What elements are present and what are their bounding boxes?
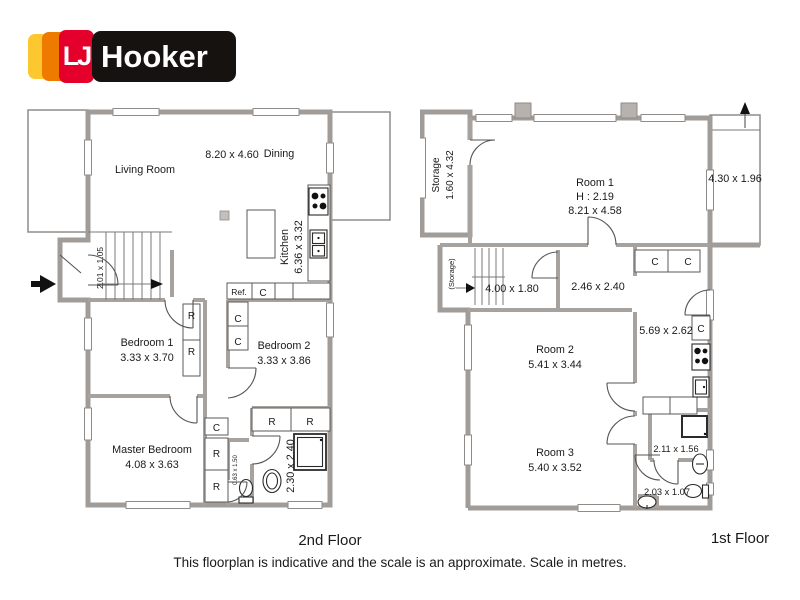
room2-dims-label: 5.41 x 3.44	[528, 359, 581, 371]
second-floor-title: 2nd Floor	[298, 532, 362, 549]
room2-label: Room 2	[536, 344, 574, 356]
bedroom1-dims-label: 3.33 x 3.70	[120, 352, 173, 364]
tub-fixture	[637, 495, 657, 509]
room1-height-label: H : 2.19	[576, 191, 614, 203]
room-labels: Living Room 8.20 x 4.60 Dining Kitchen 6…	[95, 148, 314, 493]
cabinets	[634, 249, 711, 415]
bath-dims-label: 2.30 x 2.40	[285, 439, 297, 492]
fridge-label: Ref.	[231, 287, 247, 297]
bedroom2-label: Bedroom 2	[258, 340, 311, 352]
kitchen-dims-label: 6.36 x 3.32	[293, 220, 305, 273]
living-dims-label: 8.20 x 4.60	[205, 149, 258, 161]
robe-label: R	[188, 311, 195, 322]
washing-machine-fixture	[681, 415, 708, 438]
hall-dims-label: 2.46 x 2.40	[571, 281, 624, 293]
kitchen-label: Kitchen	[279, 229, 291, 265]
exterior-walls	[57, 109, 333, 508]
deck-right	[329, 111, 391, 221]
basin-fixture	[262, 468, 282, 494]
toilet-fixture	[238, 478, 254, 504]
entry-arrow-icon	[31, 275, 56, 293]
first-floor-title: 1st Floor	[710, 530, 770, 547]
floorplan-1st-floor: Storage 1.60 x 4.32 Room 1 H : 2.19 8.21…	[420, 102, 762, 512]
bedroom1-label: Bedroom 1	[121, 337, 174, 349]
stove-fixture	[308, 187, 329, 216]
staircase	[88, 231, 172, 300]
logo-hooker-wordmark: Hooker	[92, 31, 236, 82]
cupboard-label: C	[213, 423, 220, 434]
doors	[59, 254, 281, 503]
cupboard-label: C	[234, 337, 241, 348]
cupboard-label: C	[259, 288, 266, 299]
disclaimer-text: This floorplan is indicative and the sca…	[173, 555, 627, 570]
lj-hooker-logo: LJ Hooker	[28, 30, 238, 83]
toilet-fixture	[683, 483, 710, 499]
cupboard-label: C	[234, 314, 241, 325]
stove-fixture	[691, 343, 711, 371]
cupboard-label: C	[697, 324, 704, 335]
floorplan-2nd-floor: Living Room 8.20 x 4.60 Dining Kitchen 6…	[27, 108, 391, 509]
bedroom2-dims-label: 3.33 x 3.86	[257, 355, 310, 367]
room1-dims-label: 8.21 x 4.58	[568, 205, 621, 217]
robe-label: R	[213, 449, 220, 460]
logo-lj-mark: LJ	[59, 30, 94, 83]
balcony-left	[27, 109, 89, 233]
shower-fixture	[293, 433, 327, 471]
windows	[84, 108, 334, 509]
dining-label: Dining	[264, 148, 295, 160]
living-room-label: Living Room	[115, 164, 175, 176]
staircase	[456, 248, 505, 305]
laundry-dims-label: 2.11 x 1.56	[653, 444, 698, 454]
cupboard-label: C	[684, 257, 691, 268]
laundry-basin-fixture	[691, 453, 709, 475]
storage2-dims-label: 4.00 x 1.80	[485, 283, 538, 295]
robe-label: R	[268, 417, 275, 428]
room3-label: Room 3	[536, 447, 574, 459]
robe-label: R	[306, 417, 313, 428]
storage-dims-label: 1.60 x 4.32	[445, 150, 456, 200]
doors	[469, 139, 711, 485]
stairs-dims-label: 2.01 x 1.05	[95, 247, 105, 289]
room3-dims-label: 5.40 x 3.52	[528, 462, 581, 474]
room1-label: Room 1	[576, 177, 614, 189]
chimney-block	[514, 102, 532, 119]
master-dims-label: 4.08 x 3.63	[125, 459, 178, 471]
storage-label: Storage	[431, 157, 442, 192]
kitchen-dims-label: 5.69 x 2.62	[639, 325, 692, 337]
windows	[420, 114, 714, 512]
storage2-label: (Storage)	[447, 258, 456, 290]
cupboard-label: C	[651, 257, 658, 268]
chimney-block	[620, 102, 638, 119]
wc-dims-label: 2.03 x 1.07	[644, 487, 690, 497]
sink-fixture	[692, 376, 710, 398]
door-openings	[467, 140, 678, 463]
porch-entry-arrow-icon	[740, 102, 750, 128]
master-label: Master Bedroom	[112, 444, 192, 456]
porch-dims-label: 4.30 x 1.96	[708, 173, 761, 185]
robe-label: R	[188, 347, 195, 358]
room-labels: Storage 1.60 x 4.32 Room 1 H : 2.19 8.21…	[431, 150, 762, 497]
wc-dims-label: 0.63 x 1.50	[233, 454, 239, 484]
robe-label: R	[213, 482, 220, 493]
sink-fixture	[309, 229, 328, 259]
